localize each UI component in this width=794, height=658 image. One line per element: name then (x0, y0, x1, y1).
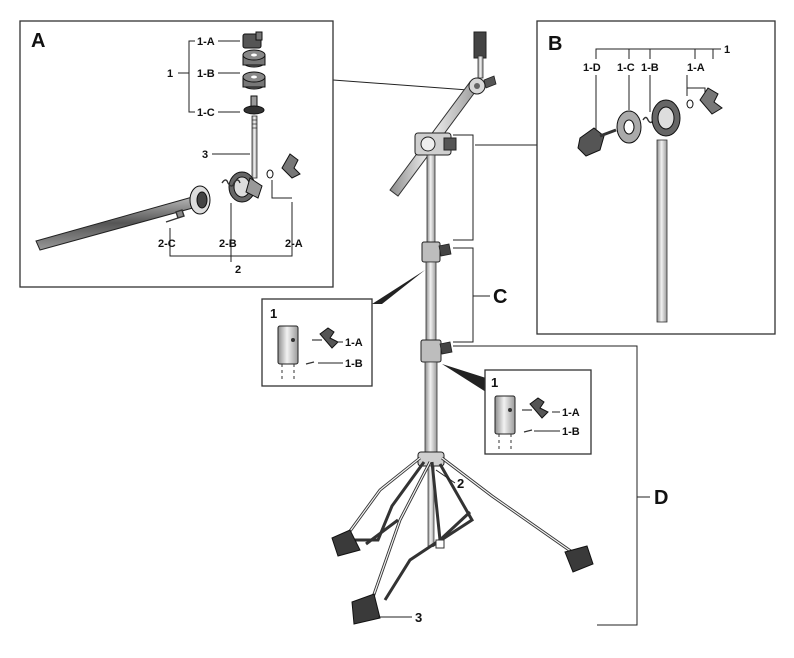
height-joint-d (420, 339, 442, 363)
panel-b-title: B (548, 33, 562, 55)
section-letter-c: C (493, 286, 507, 308)
panel-d-label-1: 1 (491, 375, 498, 390)
detail-panel-b: B 1 1-D 1-C 1-B 1-A (536, 20, 776, 335)
cymbal-seat-top (473, 31, 487, 59)
panel-b-tube (656, 139, 668, 323)
bracket-c (453, 247, 474, 343)
panel-a-title: A (31, 30, 45, 52)
detail-panel-a: A 1 1-A 1-B 1-C 3 (19, 20, 334, 288)
panel-a-label-3: 3 (202, 149, 208, 161)
panel-d-label-1a: 1-A (562, 407, 580, 419)
panel-b-knob (577, 127, 605, 157)
panel-b-label-1a: 1-A (687, 62, 705, 74)
panel-b-label-1: 1 (724, 44, 730, 56)
panel-a-label-2c: 2-C (158, 238, 176, 250)
bracket-d (453, 345, 638, 626)
panel-a-label-2b: 2-B (219, 238, 237, 250)
tripod-legs (343, 456, 573, 601)
bracket-b (453, 134, 474, 241)
panel-c-label-1: 1 (270, 306, 277, 321)
panel-a-label-1b: 1-B (197, 68, 215, 80)
rubber-foot-right (564, 545, 594, 573)
stand-label-2: 2 (457, 476, 464, 491)
leader-line-a (332, 79, 469, 91)
panel-d-label-1b: 1-B (562, 426, 580, 438)
panel-b-label-1b: 1-B (641, 62, 659, 74)
section-letter-d: D (654, 487, 668, 509)
cymbal-stand: 2 3 C D (331, 31, 668, 626)
stand-label-3: 3 (415, 610, 422, 625)
panel-a-label-2: 2 (235, 264, 241, 276)
middle-tube (425, 261, 437, 343)
upper-tube (426, 154, 436, 251)
rubber-foot-left (331, 529, 361, 557)
height-joint-c (421, 241, 441, 263)
panel-a-label-1: 1 (167, 68, 173, 80)
panel-b-label-1c: 1-C (617, 62, 635, 74)
panel-c-label-1b: 1-B (345, 358, 363, 370)
detail-panel-c: 1 1-A 1-B (261, 270, 425, 387)
panel-a-label-1a: 1-A (197, 36, 215, 48)
rubber-foot-front (351, 593, 381, 625)
panel-b-label-1d: 1-D (583, 62, 601, 74)
detail-panel-d: 1 1-A 1-B (442, 364, 592, 455)
panel-c-label-1a: 1-A (345, 337, 363, 349)
panel-a-label-1c: 1-C (197, 107, 215, 119)
base-tube (424, 361, 438, 458)
panel-a-label-2a: 2-A (285, 238, 303, 250)
